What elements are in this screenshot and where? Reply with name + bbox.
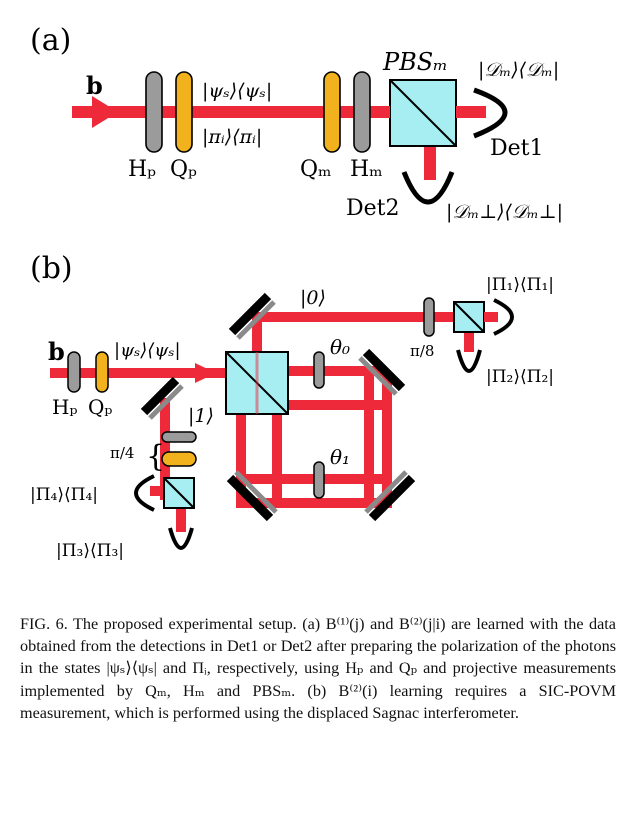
detector-pi2	[456, 349, 482, 373]
label-hp-a: Hₚ	[128, 157, 156, 182]
label-pi8: π/8	[410, 342, 434, 360]
setup-diagram: (a) b Hₚ Qₚ |ψₛ⟩⟨ψₛ| |πᵢ⟩⟨πᵢ| Qₘ Hₘ PBSₘ…	[30, 23, 563, 561]
mirror-bottom-right	[364, 470, 416, 522]
proj-dperp: |𝒟ₘ⊥⟩⟨𝒟ₘ⊥|	[446, 201, 563, 223]
waveplate-qp-b	[95, 351, 109, 393]
beam-a-down	[424, 140, 436, 180]
label-pi3: |Π₃⟩⟨Π₃|	[56, 541, 124, 561]
label-qp-a: Qₚ	[170, 157, 197, 182]
waveplate-hp-a	[145, 71, 163, 153]
waveplate-pi4-orange	[161, 451, 197, 467]
pbs-bottom-left-diagonal	[163, 477, 195, 509]
beam-b-label: b	[48, 337, 65, 366]
label-qm: Qₘ	[300, 157, 332, 182]
mirror-bottom-left	[226, 470, 278, 522]
detector-pi3	[168, 527, 194, 550]
phase-plate-theta1	[313, 461, 325, 499]
label-det2: Det2	[346, 196, 400, 221]
label-hm: Hₘ	[350, 157, 383, 182]
waveplate-pi4-gray	[161, 431, 197, 443]
beam-a-label: b	[86, 71, 103, 100]
figure-caption: FIG. 6. The proposed experimental setup.…	[20, 613, 616, 724]
state-psi-b: |ψₛ⟩⟨ψₛ|	[114, 340, 181, 361]
panel-b-label: (b)	[30, 251, 73, 286]
detector-pi1	[493, 298, 514, 336]
mirror-ket1	[140, 376, 184, 420]
mirror-top-left	[228, 292, 276, 340]
label-hp-b: Hₚ	[52, 395, 77, 419]
pbs-m-diagonal	[389, 79, 457, 147]
waveplate-hp-b	[67, 351, 81, 393]
beam-a-entry	[384, 106, 390, 118]
beam-pi1	[484, 312, 498, 322]
label-pi4-proj: |Π₄⟩⟨Π₄|	[30, 485, 98, 505]
brace-pi4: {	[146, 439, 165, 474]
waveplate-pi8	[423, 297, 435, 337]
label-qp-b: Qₚ	[88, 395, 112, 419]
label-pi1: |Π₁⟩⟨Π₁|	[486, 275, 554, 295]
waveplate-hm	[353, 71, 371, 153]
label-pi2: |Π₂⟩⟨Π₂|	[486, 367, 554, 387]
state-pi-a: |πᵢ⟩⟨πᵢ|	[202, 126, 262, 148]
label-pbs-m: PBSₘ	[382, 48, 448, 76]
label-theta1: θ₁	[330, 445, 350, 469]
state-psi-a: |ψₛ⟩⟨ψₛ|	[202, 80, 272, 102]
beam-b-arrow	[195, 363, 216, 383]
label-ket0: |0⟩	[300, 287, 326, 309]
beam-a-arrow	[92, 96, 118, 128]
pbs-top-right-diagonal	[453, 301, 485, 333]
waveplate-qp-a	[175, 71, 193, 153]
detector-pi4	[134, 474, 155, 512]
beam-a-exit	[456, 106, 486, 118]
waveplate-qm	[323, 71, 341, 153]
phase-plate-theta0	[313, 351, 325, 389]
label-ket1: |1⟩	[188, 405, 214, 427]
mirror-right-upper	[358, 348, 406, 396]
proj-d: |𝒟ₘ⟩⟨𝒟ₘ|	[478, 59, 559, 81]
detector-det2	[401, 171, 455, 205]
panel-a-label: (a)	[30, 23, 71, 58]
label-pi4: π/4	[110, 444, 134, 462]
label-theta0: θ₀	[330, 335, 350, 359]
detector-det1	[473, 87, 508, 139]
label-det1: Det1	[490, 136, 544, 161]
caption-text: FIG. 6. The proposed experimental setup.…	[20, 615, 616, 722]
